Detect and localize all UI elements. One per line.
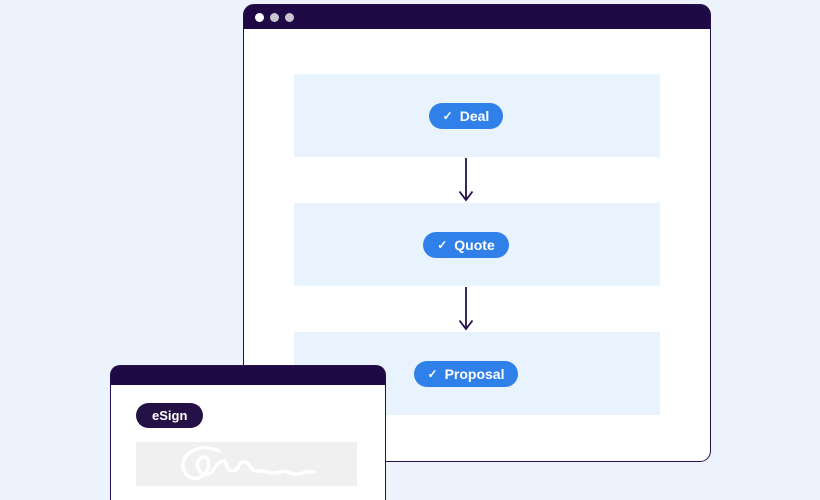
- window-control-dot-2[interactable]: [270, 12, 279, 22]
- flow-step-band-deal: ✓ Deal: [294, 74, 660, 157]
- flow-step-band-quote: ✓ Quote: [294, 203, 660, 286]
- proposal-step-button[interactable]: ✓ Proposal: [413, 360, 519, 387]
- check-icon: ✓: [427, 366, 438, 381]
- check-icon: ✓: [442, 108, 453, 123]
- deal-step-label: Deal: [459, 107, 490, 124]
- arrow-down-icon: [458, 287, 474, 331]
- quote-step-label: Quote: [454, 236, 495, 253]
- signature-field[interactable]: [136, 442, 357, 486]
- quote-step-button[interactable]: ✓ Quote: [423, 231, 509, 258]
- flow-arrow-row-2: [244, 286, 710, 332]
- arrow-down-icon: [458, 158, 474, 202]
- deal-step-button[interactable]: ✓ Deal: [428, 102, 504, 129]
- window-control-dot-3[interactable]: [285, 12, 294, 22]
- signature-scribble-icon: [180, 446, 316, 481]
- esign-window: eSign: [110, 365, 386, 500]
- esign-window-titlebar: [111, 366, 385, 385]
- flow-arrow-row-1: [244, 157, 710, 203]
- esign-badge-label: eSign: [152, 408, 188, 423]
- proposal-step-label: Proposal: [444, 365, 505, 382]
- esign-badge[interactable]: eSign: [136, 403, 204, 428]
- flow-window-titlebar: [244, 5, 710, 29]
- check-icon: ✓: [437, 237, 448, 252]
- window-control-dot-1[interactable]: [255, 12, 264, 22]
